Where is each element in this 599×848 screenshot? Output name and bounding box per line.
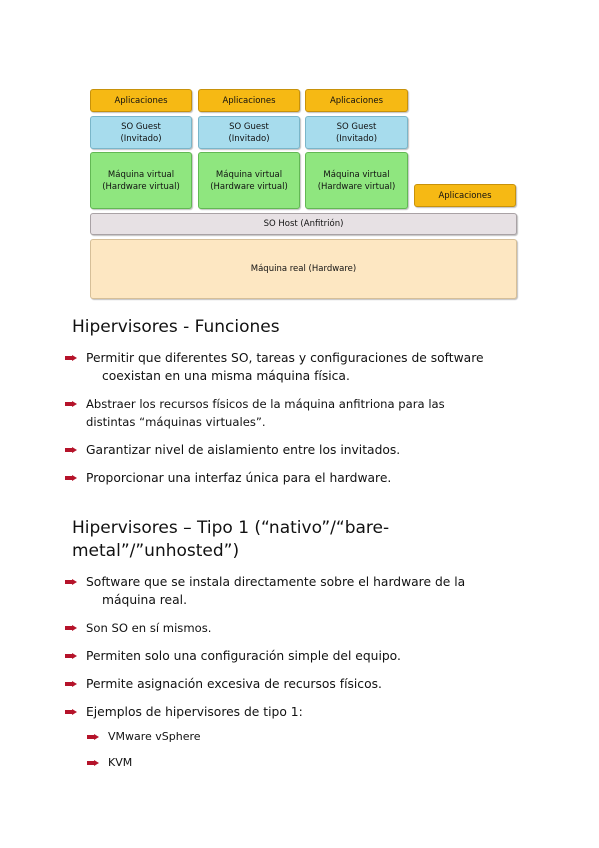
list-item-line: Permite asignación excesiva de recursos … <box>86 677 382 691</box>
arrow-bullet-icon <box>87 734 99 740</box>
applications-box-host: Aplicaciones <box>414 184 516 207</box>
applications-box-3: Aplicaciones <box>305 89 408 112</box>
arrow-bullet-icon <box>65 653 77 659</box>
virtual-machine-box-2: Máquina virtual (Hardware virtual) <box>198 152 300 209</box>
applications-box-1: Aplicaciones <box>90 89 192 112</box>
arrow-bullet-icon <box>65 355 77 361</box>
list-item-line: máquina real. <box>102 593 187 607</box>
document-body: Hipervisores - Funciones Permitir que di… <box>65 316 542 771</box>
examples-list: VMware vSphere KVM <box>87 729 542 771</box>
list-item: Software que se instala directamente sob… <box>65 573 542 609</box>
arrow-bullet-icon <box>65 579 77 585</box>
list-item: Permitir que diferentes SO, tareas y con… <box>65 349 542 385</box>
section-title-line: Hipervisores – Tipo 1 (“nativo”/“bare- <box>72 518 390 538</box>
host-os-box: SO Host (Anfitrión) <box>90 213 517 235</box>
list-item: Permite asignación excesiva de recursos … <box>65 675 542 693</box>
real-machine-box: Máquina real (Hardware) <box>90 239 517 299</box>
arrow-bullet-icon <box>87 760 99 766</box>
list-item-line: Abstraer los recursos físicos de la máqu… <box>86 397 445 411</box>
list-item: KVM <box>87 755 542 771</box>
list-item-line: Permitir que diferentes SO, tareas y con… <box>86 351 484 365</box>
list-item: Ejemplos de hipervisores de tipo 1: <box>65 703 542 721</box>
virtual-machine-box-3: Máquina virtual (Hardware virtual) <box>305 152 408 209</box>
arrow-bullet-icon <box>65 475 77 481</box>
list-item-line: Garantizar nivel de aislamiento entre lo… <box>86 443 401 457</box>
list-item-line: distintas “máquinas virtuales”. <box>86 415 266 429</box>
guest-os-box-3: SO Guest (Invitado) <box>305 116 408 149</box>
list-item-line: Proporcionar una interfaz única para el … <box>86 471 392 485</box>
section-title-type1: Hipervisores – Tipo 1 (“nativo”/“bare- m… <box>72 517 542 563</box>
arrow-bullet-icon <box>65 681 77 687</box>
arrow-bullet-icon <box>65 709 77 715</box>
arrow-bullet-icon <box>65 625 77 631</box>
list-item: VMware vSphere <box>87 729 542 745</box>
arrow-bullet-icon <box>65 401 77 407</box>
list-item-line: coexistan en una misma máquina física. <box>102 369 350 383</box>
list-item-line: Son SO en sí mismos. <box>86 621 212 635</box>
virtualization-diagram: Aplicaciones SO Guest (Invitado) Máquina… <box>0 0 599 310</box>
arrow-bullet-icon <box>65 447 77 453</box>
list-item-line: VMware vSphere <box>108 730 201 743</box>
list-item: Permiten solo una configuración simple d… <box>65 647 542 665</box>
list-item: Son SO en sí mismos. <box>65 619 542 637</box>
list-item-line: Software que se instala directamente sob… <box>86 575 466 589</box>
section-title-functions: Hipervisores - Funciones <box>72 317 280 337</box>
list-item-line: KVM <box>108 756 133 769</box>
functions-list: Permitir que diferentes SO, tareas y con… <box>65 349 542 487</box>
section-title-line: metal”/”unhosted”) <box>72 541 240 561</box>
list-item-line: Ejemplos de hipervisores de tipo 1: <box>86 705 303 719</box>
list-item: Abstraer los recursos físicos de la máqu… <box>65 395 542 431</box>
list-item: Garantizar nivel de aislamiento entre lo… <box>65 441 542 459</box>
type1-list: Software que se instala directamente sob… <box>65 573 542 721</box>
guest-os-box-1: SO Guest (Invitado) <box>90 116 192 149</box>
guest-os-box-2: SO Guest (Invitado) <box>198 116 300 149</box>
applications-box-2: Aplicaciones <box>198 89 300 112</box>
virtual-machine-box-1: Máquina virtual (Hardware virtual) <box>90 152 192 209</box>
list-item-line: Permiten solo una configuración simple d… <box>86 649 401 663</box>
list-item: Proporcionar una interfaz única para el … <box>65 469 542 487</box>
